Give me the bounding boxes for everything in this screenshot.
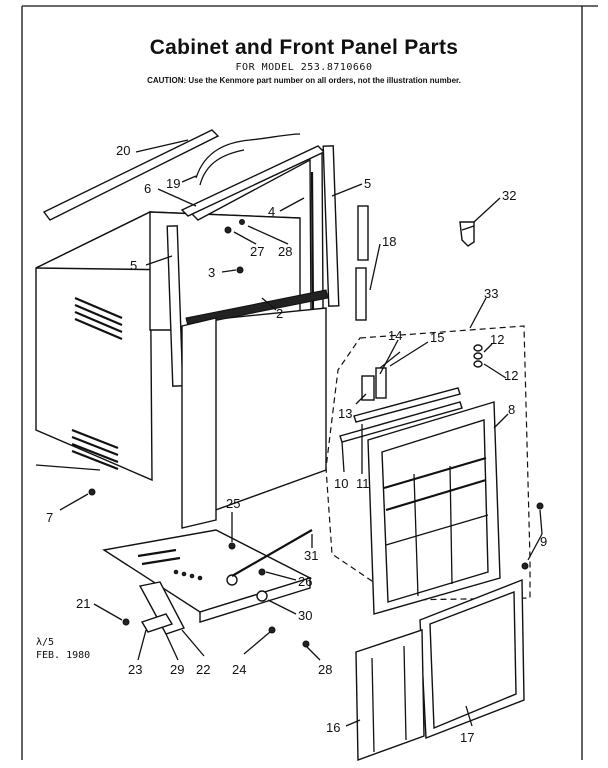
callout-8: 8 bbox=[508, 402, 515, 417]
seal-strip-upper bbox=[357, 205, 369, 261]
rail-20 bbox=[42, 129, 220, 221]
callout-12-lower: 12 bbox=[504, 368, 518, 383]
callout-28-lower: 28 bbox=[318, 662, 332, 677]
callout-13: 13 bbox=[338, 406, 352, 421]
callout-16: 16 bbox=[326, 720, 340, 735]
callout-7: 7 bbox=[46, 510, 53, 525]
screw-28 bbox=[239, 219, 245, 225]
callout-6: 6 bbox=[144, 181, 151, 196]
model-number: FOR MODEL 253.8710660 bbox=[235, 62, 373, 73]
callout-11: 11 bbox=[356, 476, 370, 491]
callout-23: 23 bbox=[128, 662, 142, 677]
caution-note: CAUTION: Use the Kenmore part number on … bbox=[0, 76, 608, 85]
callout-31: 31 bbox=[304, 548, 318, 563]
leader-lines bbox=[59, 139, 543, 727]
callout-20: 20 bbox=[116, 143, 130, 158]
callout-4: 4 bbox=[268, 204, 275, 219]
callout-28-upper: 28 bbox=[278, 244, 292, 259]
mounting-bracket bbox=[459, 221, 475, 247]
screw-7 bbox=[88, 488, 96, 496]
caution-prefix: CAUTION: bbox=[147, 76, 187, 85]
callout-21: 21 bbox=[76, 596, 90, 611]
grille-frame bbox=[367, 401, 501, 615]
louver-rod-10 bbox=[339, 401, 463, 443]
callout-18: 18 bbox=[382, 234, 396, 249]
screw-26 bbox=[258, 568, 266, 576]
callout-32: 32 bbox=[502, 188, 516, 203]
screw-25 bbox=[228, 542, 236, 550]
callout-24: 24 bbox=[232, 662, 246, 677]
callout-25: 25 bbox=[226, 496, 240, 511]
callout-5-left: 5 bbox=[130, 258, 137, 273]
side-strip-right bbox=[322, 145, 340, 307]
callout-9: 9 bbox=[540, 534, 547, 549]
callout-27: 27 bbox=[250, 244, 264, 259]
side-louvers-lower bbox=[71, 428, 119, 471]
screw-27 bbox=[224, 226, 232, 234]
side-louvers-upper bbox=[74, 296, 123, 341]
callout-30: 30 bbox=[298, 608, 312, 623]
louver-rod-11 bbox=[353, 387, 461, 423]
callout-15: 15 bbox=[430, 330, 444, 345]
base-pan bbox=[102, 529, 312, 623]
front-cover bbox=[181, 289, 329, 529]
callout-29: 29 bbox=[170, 662, 184, 677]
tie-wire bbox=[195, 133, 301, 186]
callout-33: 33 bbox=[484, 286, 498, 301]
screw-3 bbox=[236, 266, 244, 274]
cabinet-leader bbox=[35, 464, 101, 471]
caution-text: Use the Kenmore part number on all order… bbox=[188, 76, 461, 85]
base-pan-holes bbox=[137, 548, 203, 581]
callout-5-right: 5 bbox=[364, 176, 371, 191]
side-strip-left bbox=[166, 225, 184, 387]
pivot-parts bbox=[361, 351, 401, 401]
seal-strip-lower bbox=[355, 267, 367, 321]
note-code: λ/5 bbox=[36, 637, 55, 648]
air-filter bbox=[419, 578, 525, 740]
support-rod bbox=[231, 529, 313, 577]
callout-3: 3 bbox=[208, 265, 215, 280]
callout-numbers: 20 19 6 4 5 5 27 28 3 2 18 32 33 14 15 1… bbox=[46, 143, 547, 745]
callout-17: 17 bbox=[460, 730, 474, 745]
screw-9-upper bbox=[536, 502, 544, 510]
clips bbox=[473, 344, 483, 368]
note-date: FEB. 1980 bbox=[36, 650, 91, 661]
callout-22: 22 bbox=[196, 662, 210, 677]
screw-28-lower bbox=[302, 640, 310, 648]
screw-9-lower bbox=[521, 562, 529, 570]
callout-19: 19 bbox=[166, 176, 180, 191]
page-title: Cabinet and Front Panel Parts bbox=[149, 36, 459, 59]
callout-12-upper: 12 bbox=[490, 332, 504, 347]
grille-assembly-outline bbox=[325, 325, 531, 601]
screw-21 bbox=[122, 618, 130, 626]
front-panel bbox=[355, 629, 425, 761]
callout-14: 14 bbox=[388, 328, 402, 343]
screw-24 bbox=[268, 626, 276, 634]
callout-10: 10 bbox=[334, 476, 348, 491]
callout-2: 2 bbox=[276, 306, 283, 321]
callout-26: 26 bbox=[298, 574, 312, 589]
leg-bracket bbox=[138, 581, 186, 635]
